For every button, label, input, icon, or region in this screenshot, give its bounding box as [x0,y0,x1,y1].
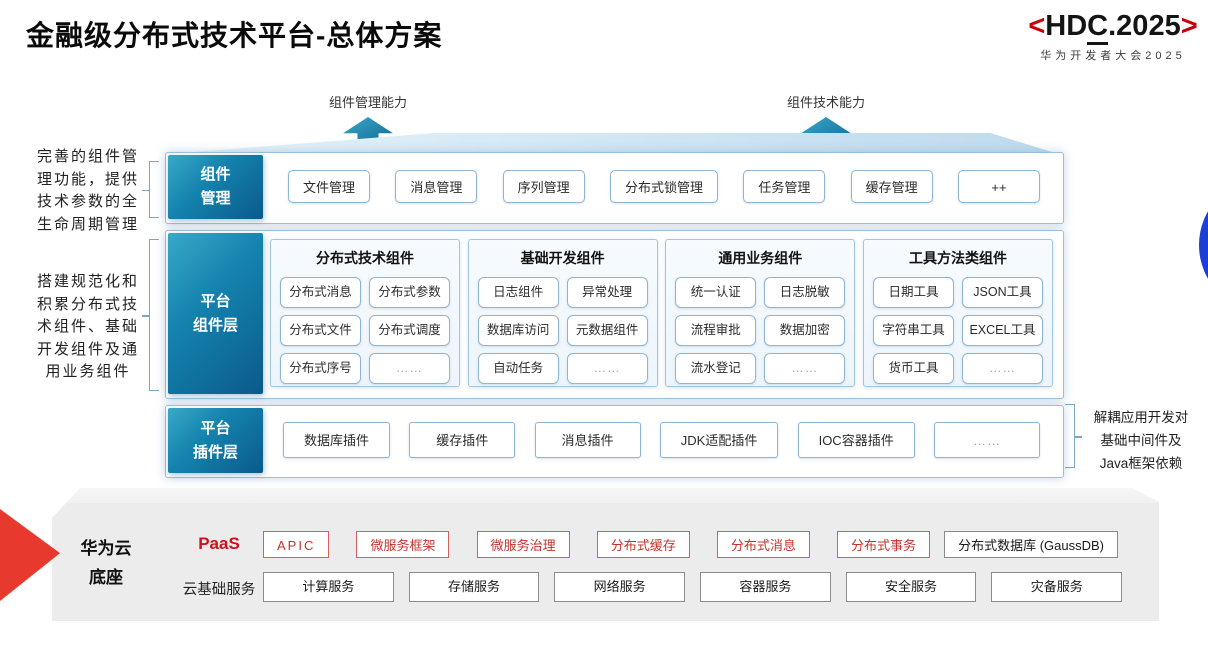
management-layer-label: 组件 管理 [168,155,263,219]
plugin-item: JDK适配插件 [659,422,779,458]
hdc-logo-wordmark: <HDC.2025> [1020,10,1206,45]
component-item: …… [369,353,450,384]
paas-service-item: APIC [263,531,330,558]
management-item: 缓存管理 [850,170,933,203]
plugin-item: …… [933,422,1040,458]
cloud-service-item: 容器服务 [700,572,831,602]
management-item: 序列管理 [502,170,585,203]
group-common-business: 通用业务组件 统一认证日志脱敏流程审批数据加密流水登记…… [665,239,856,387]
component-item: 流程审批 [675,315,757,346]
component-item: 统一认证 [675,277,757,308]
note-decoupling: 解耦应用开发对 基础中间件及 Java框架依赖 [1093,410,1189,471]
component-item: 日志脱敏 [764,277,846,308]
plugin-item: 数据库插件 [283,422,391,458]
component-item: EXCEL工具 [961,315,1043,346]
blue-circle-decoration [1199,177,1208,313]
group-title: 工具方法类组件 [908,250,1007,266]
hdc-2025-logo: <HDC.2025> 华为开发者大会2025 [1020,10,1206,62]
plugin-item: 缓存插件 [409,422,516,458]
management-item: 分布式锁管理 [609,170,718,203]
component-item: 数据加密 [764,315,846,346]
component-item: …… [961,353,1043,384]
component-item: …… [566,353,648,384]
management-item: 文件管理 [288,170,371,203]
hdc-text-c-underlined: C [1087,11,1109,45]
huawei-cloud-base-label: 华为云 底座 [80,539,132,587]
hdc-text-year: .2025 [1108,10,1181,42]
cloud-service-item: 灾备服务 [991,572,1123,602]
group-title: 分布式技术组件 [316,250,414,266]
right-bracket-icon [1065,404,1082,468]
paas-label: PaaS [198,534,240,553]
component-item: 数据库访问 [477,315,559,346]
component-layer-label: 平台 组件层 [168,233,263,394]
plugin-layer-items: 数据库插件缓存插件消息插件 JDK适配插件 IOC容器插件 …… [283,422,1040,458]
paas-services-row: APIC 微服务框架微服务治理分布式缓存分布式消息分布式事务 分布式数据库 (Ga… [263,531,1118,558]
management-item: 消息管理 [395,170,478,203]
technical-capability-label: 组件技术能力 [786,95,865,110]
page-title: 金融级分布式技术平台-总体方案 [26,20,443,51]
cloud-service-item: 安全服务 [845,572,977,602]
component-item: 字符串工具 [872,315,954,346]
component-item: 货币工具 [872,353,954,384]
component-item: 日期工具 [872,277,954,308]
component-item: 日志组件 [477,277,559,308]
paas-service-item: 分布式消息 [716,531,810,558]
hdc-right-bracket-icon: > [1180,10,1198,42]
cloud-service-item: 网络服务 [554,572,686,602]
component-item: 异常处理 [566,277,648,308]
paas-service-item: 微服务治理 [476,531,570,558]
component-item: …… [764,353,846,384]
cloud-services-row: 计算服务存储服务网络服务容器服务安全服务灾备服务 [263,572,1123,602]
paas-service-item: 微服务框架 [356,531,450,558]
component-item: 分布式消息 [280,277,361,308]
plugin-item: 消息插件 [534,422,641,458]
plugin-item: IOC容器插件 [797,422,915,458]
group-items: 统一认证日志脱敏流程审批数据加密流水登记…… [666,277,854,384]
component-item: 分布式参数 [369,277,450,308]
note-management: 完善的组件管 理功能，提供 技术参数的全 生命周期管理 [36,148,139,233]
hdc-text-hd: HD [1045,10,1088,42]
group-items: 分布式消息分布式参数分布式文件分布式调度分布式序号 …… [271,277,459,384]
component-item: 流水登记 [675,353,757,384]
group-items: 日志组件异常处理数据库访问元数据组件自动任务…… [469,277,657,384]
paas-service-item: 分布式事务 [837,531,931,558]
component-groups-row: 分布式技术组件 分布式消息分布式参数分布式文件分布式调度分布式序号 …… 基础开发… [270,239,1053,387]
left-bracket-icon [142,239,159,391]
component-item: JSON工具 [961,277,1043,308]
red-arrow-icon [0,509,60,601]
group-distributed-tech: 分布式技术组件 分布式消息分布式参数分布式文件分布式调度分布式序号 …… [270,239,460,387]
component-item: 自动任务 [477,353,559,384]
component-item: 分布式文件 [280,315,361,346]
left-bracket-icon [142,161,159,218]
component-item: 元数据组件 [566,315,648,346]
group-title: 通用业务组件 [718,250,803,266]
group-title: 基础开发组件 [520,250,605,266]
group-basic-dev: 基础开发组件 日志组件异常处理数据库访问元数据组件自动任务…… [467,239,658,387]
management-layer-items: 文件管理消息管理序列管理分布式锁管理任务管理缓存管理 ++ [288,170,1040,203]
hdc-logo-subtitle: 华为开发者大会2025 [1040,49,1186,62]
paas-service-item: 分布式缓存 [596,531,690,558]
cloud-basic-services-label: 云基础服务 [182,582,256,598]
cloud-service-item: 计算服务 [263,572,394,602]
note-components: 搭建规范化和 积累分布式技 术组件、基础 开发组件及通 用业务组件 [36,273,139,380]
paas-red-items: APIC 微服务框架微服务治理分布式缓存分布式消息分布式事务 [263,531,931,558]
management-item: ++ [957,170,1040,203]
management-capability-label: 组件管理能力 [328,95,407,110]
cloud-service-item: 存储服务 [408,572,540,602]
component-item: 分布式序号 [280,353,361,384]
platform-3d-roof [168,133,1059,154]
plugin-layer-label: 平台 插件层 [168,408,263,473]
gaussdb-item: 分布式数据库 (GaussDB) [944,531,1118,558]
hdc-left-bracket-icon: < [1028,10,1046,42]
management-item: 任务管理 [743,170,826,203]
component-item: 分布式调度 [369,315,450,346]
